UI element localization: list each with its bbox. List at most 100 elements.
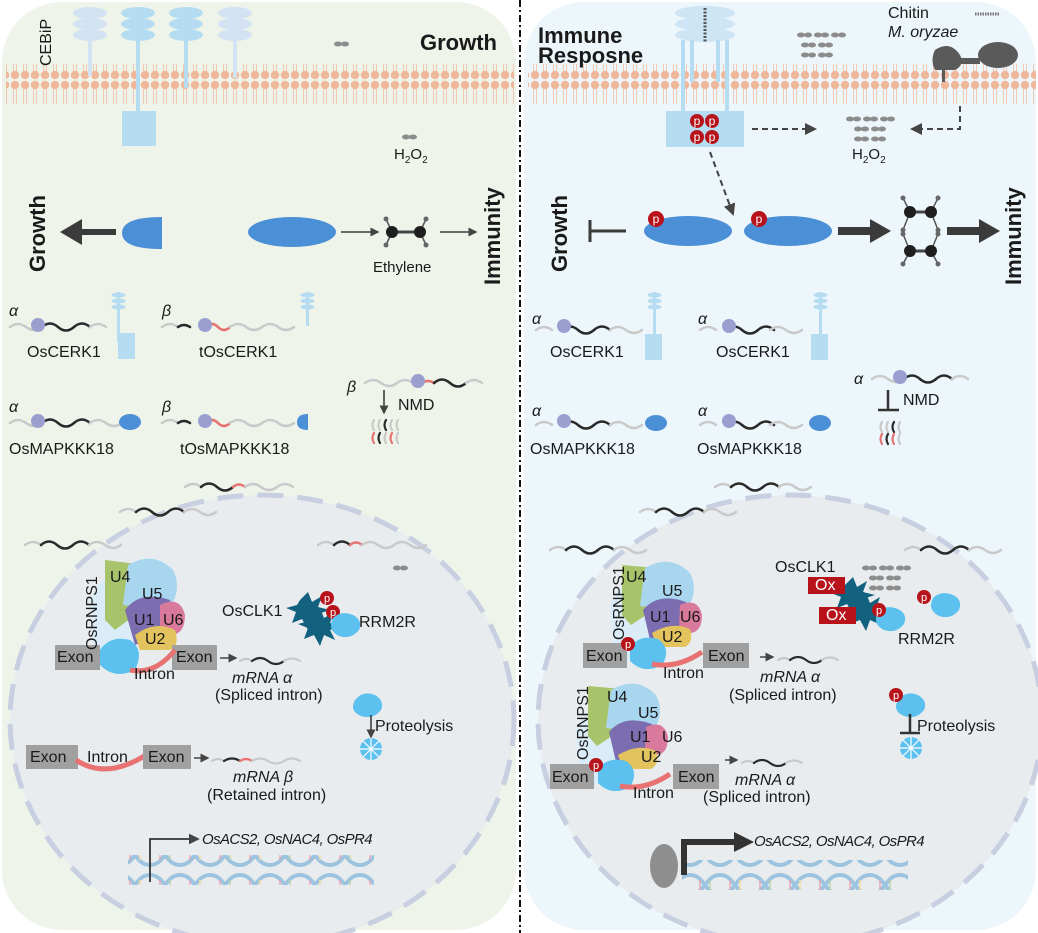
osclk1-label-left: OsCLK1	[222, 603, 283, 620]
svg-text:p: p	[893, 690, 899, 702]
svg-text:p: p	[330, 607, 336, 619]
u4-label: U4	[110, 569, 131, 586]
phospho-badge: p	[589, 758, 603, 772]
spliced-intron-note: (Spliced intron)	[703, 789, 811, 806]
intron-label: Intron	[134, 666, 175, 683]
u4-label: U4	[607, 689, 628, 706]
thick-arrow-to-immunity	[947, 219, 1000, 243]
growth-inhibition-icon	[588, 220, 626, 242]
dna-helix-left	[128, 855, 374, 885]
mrna-alpha-right-1	[776, 655, 840, 665]
phospho-mapkkk18-2[interactable]	[744, 216, 832, 246]
ros-dashed-arrow-2	[910, 106, 961, 135]
u2-label: U2	[641, 749, 662, 766]
growth-arrow	[60, 219, 116, 245]
left-immunity-label: Immunity	[480, 187, 505, 285]
phospho-badge: p	[648, 211, 664, 227]
h2o2-molecule-icon	[393, 565, 408, 571]
osmapkkk18-protein[interactable]	[248, 217, 336, 247]
transcription-arrow-left	[149, 833, 200, 882]
degraded-mrna-icon	[371, 418, 400, 445]
nmd-label: NMD	[903, 392, 940, 409]
cebip-oscerk1-complex[interactable]	[666, 6, 744, 147]
rrm2r-label-right: RRM2R	[898, 631, 955, 648]
mrna-alpha-left	[238, 656, 302, 666]
spliced-intron-note: (Spliced intron)	[215, 687, 323, 704]
mrna-alpha-label: mRNA α	[232, 670, 293, 687]
transcription-factor-icon	[650, 844, 678, 888]
u6-label: U6	[163, 612, 184, 629]
phospho-badge: p	[320, 591, 334, 605]
phospho-badge: p	[889, 688, 903, 702]
left-spliceosome[interactable]	[55, 558, 217, 674]
rrm2r-protein-free-right[interactable]	[931, 593, 961, 618]
phospho-mapkkk18-1[interactable]	[644, 216, 732, 246]
isoform-label: α	[9, 399, 19, 416]
transcript-name: OsMAPKKK18	[9, 441, 114, 458]
target-genes-right: OsACS2, OsNAC4, OsPR4	[754, 833, 925, 850]
degraded-protein-icon	[360, 738, 382, 760]
phospho-badge: p	[621, 637, 635, 651]
isoform-label: α	[698, 403, 708, 420]
right-growth-label: Growth	[547, 195, 572, 272]
exon-label: Exon	[678, 769, 715, 786]
cebip-receptor-2	[218, 7, 252, 78]
h2o2-molecule-icon	[334, 41, 417, 140]
spliced-intron-note: (Spliced intron)	[729, 687, 837, 704]
isoform-label: α	[9, 303, 19, 320]
rrm2r-protein-stabilized[interactable]	[896, 693, 926, 718]
u1-label: U1	[630, 729, 651, 746]
isoform-label: α	[532, 403, 542, 420]
retained-intron-note: (Retained intron)	[207, 787, 327, 804]
isoform-label: α	[698, 311, 708, 328]
svg-text:p: p	[694, 130, 701, 144]
osrnps1-label: OsRNPS1	[575, 686, 592, 760]
proteolysis-label-right: Proteolysis	[917, 718, 996, 735]
oscerk1-receptor[interactable]	[121, 7, 156, 146]
u6-label: U6	[680, 609, 701, 626]
h2o2-cluster-icon	[846, 116, 895, 142]
transcription-arrow-right-strong	[681, 832, 754, 875]
proteolysis-label-left: Proteolysis	[375, 718, 454, 735]
rrm2r-protein-free-left[interactable]	[353, 693, 383, 718]
u2-label: U2	[662, 629, 683, 646]
truncated-mapkkk18-icon[interactable]	[122, 217, 162, 249]
svg-text:p: p	[625, 639, 631, 651]
exon-label: Exon	[176, 649, 213, 666]
ox-modification-badge-2	[819, 607, 856, 624]
isoform-label: β	[347, 379, 357, 396]
intron-label: Intron	[663, 665, 704, 682]
transcript-name: OsCERK1	[27, 344, 101, 361]
phospho-cluster: p p p p	[690, 114, 719, 144]
svg-text:p: p	[921, 592, 927, 604]
left-growth-label: Growth	[25, 195, 50, 272]
transcript-name: OsMAPKKK18	[530, 441, 635, 458]
right-transcripts	[534, 292, 970, 431]
target-genes-left: OsACS2, OsNAC4, OsPR4	[202, 831, 373, 848]
isoform-label: β	[162, 303, 172, 320]
u5-label: U5	[638, 705, 659, 722]
ethylene-molecule-icon	[383, 216, 429, 248]
nmd-label: NMD	[398, 397, 435, 414]
transcript-name: tOsMAPKKK18	[180, 441, 290, 458]
svg-text:p: p	[709, 130, 716, 144]
left-panel-title: Growth	[420, 30, 497, 55]
isoform-label: α	[854, 371, 864, 388]
right-panel-title-line1: Immune	[538, 23, 623, 48]
exon-label: Exon	[552, 769, 589, 786]
svg-text:p: p	[709, 114, 716, 128]
phospho-badge: p	[917, 590, 931, 604]
h2o2-label-left: H2O2	[394, 146, 428, 166]
svg-text:p: p	[593, 760, 599, 772]
right-membrane	[528, 64, 1036, 104]
degraded-protein-icon	[900, 737, 922, 759]
u5-label: U5	[142, 586, 163, 603]
rrm2r-protein-left[interactable]	[331, 613, 361, 638]
right-spliceosome-2[interactable]	[550, 683, 719, 792]
toscerk1-receptor	[169, 7, 203, 88]
svg-text:p: p	[653, 212, 660, 226]
svg-text:p: p	[324, 593, 330, 605]
exon-label: Exon	[57, 649, 94, 666]
m-oryzae-pathogen-icon	[932, 42, 1018, 82]
isoform-label: α	[532, 311, 542, 328]
